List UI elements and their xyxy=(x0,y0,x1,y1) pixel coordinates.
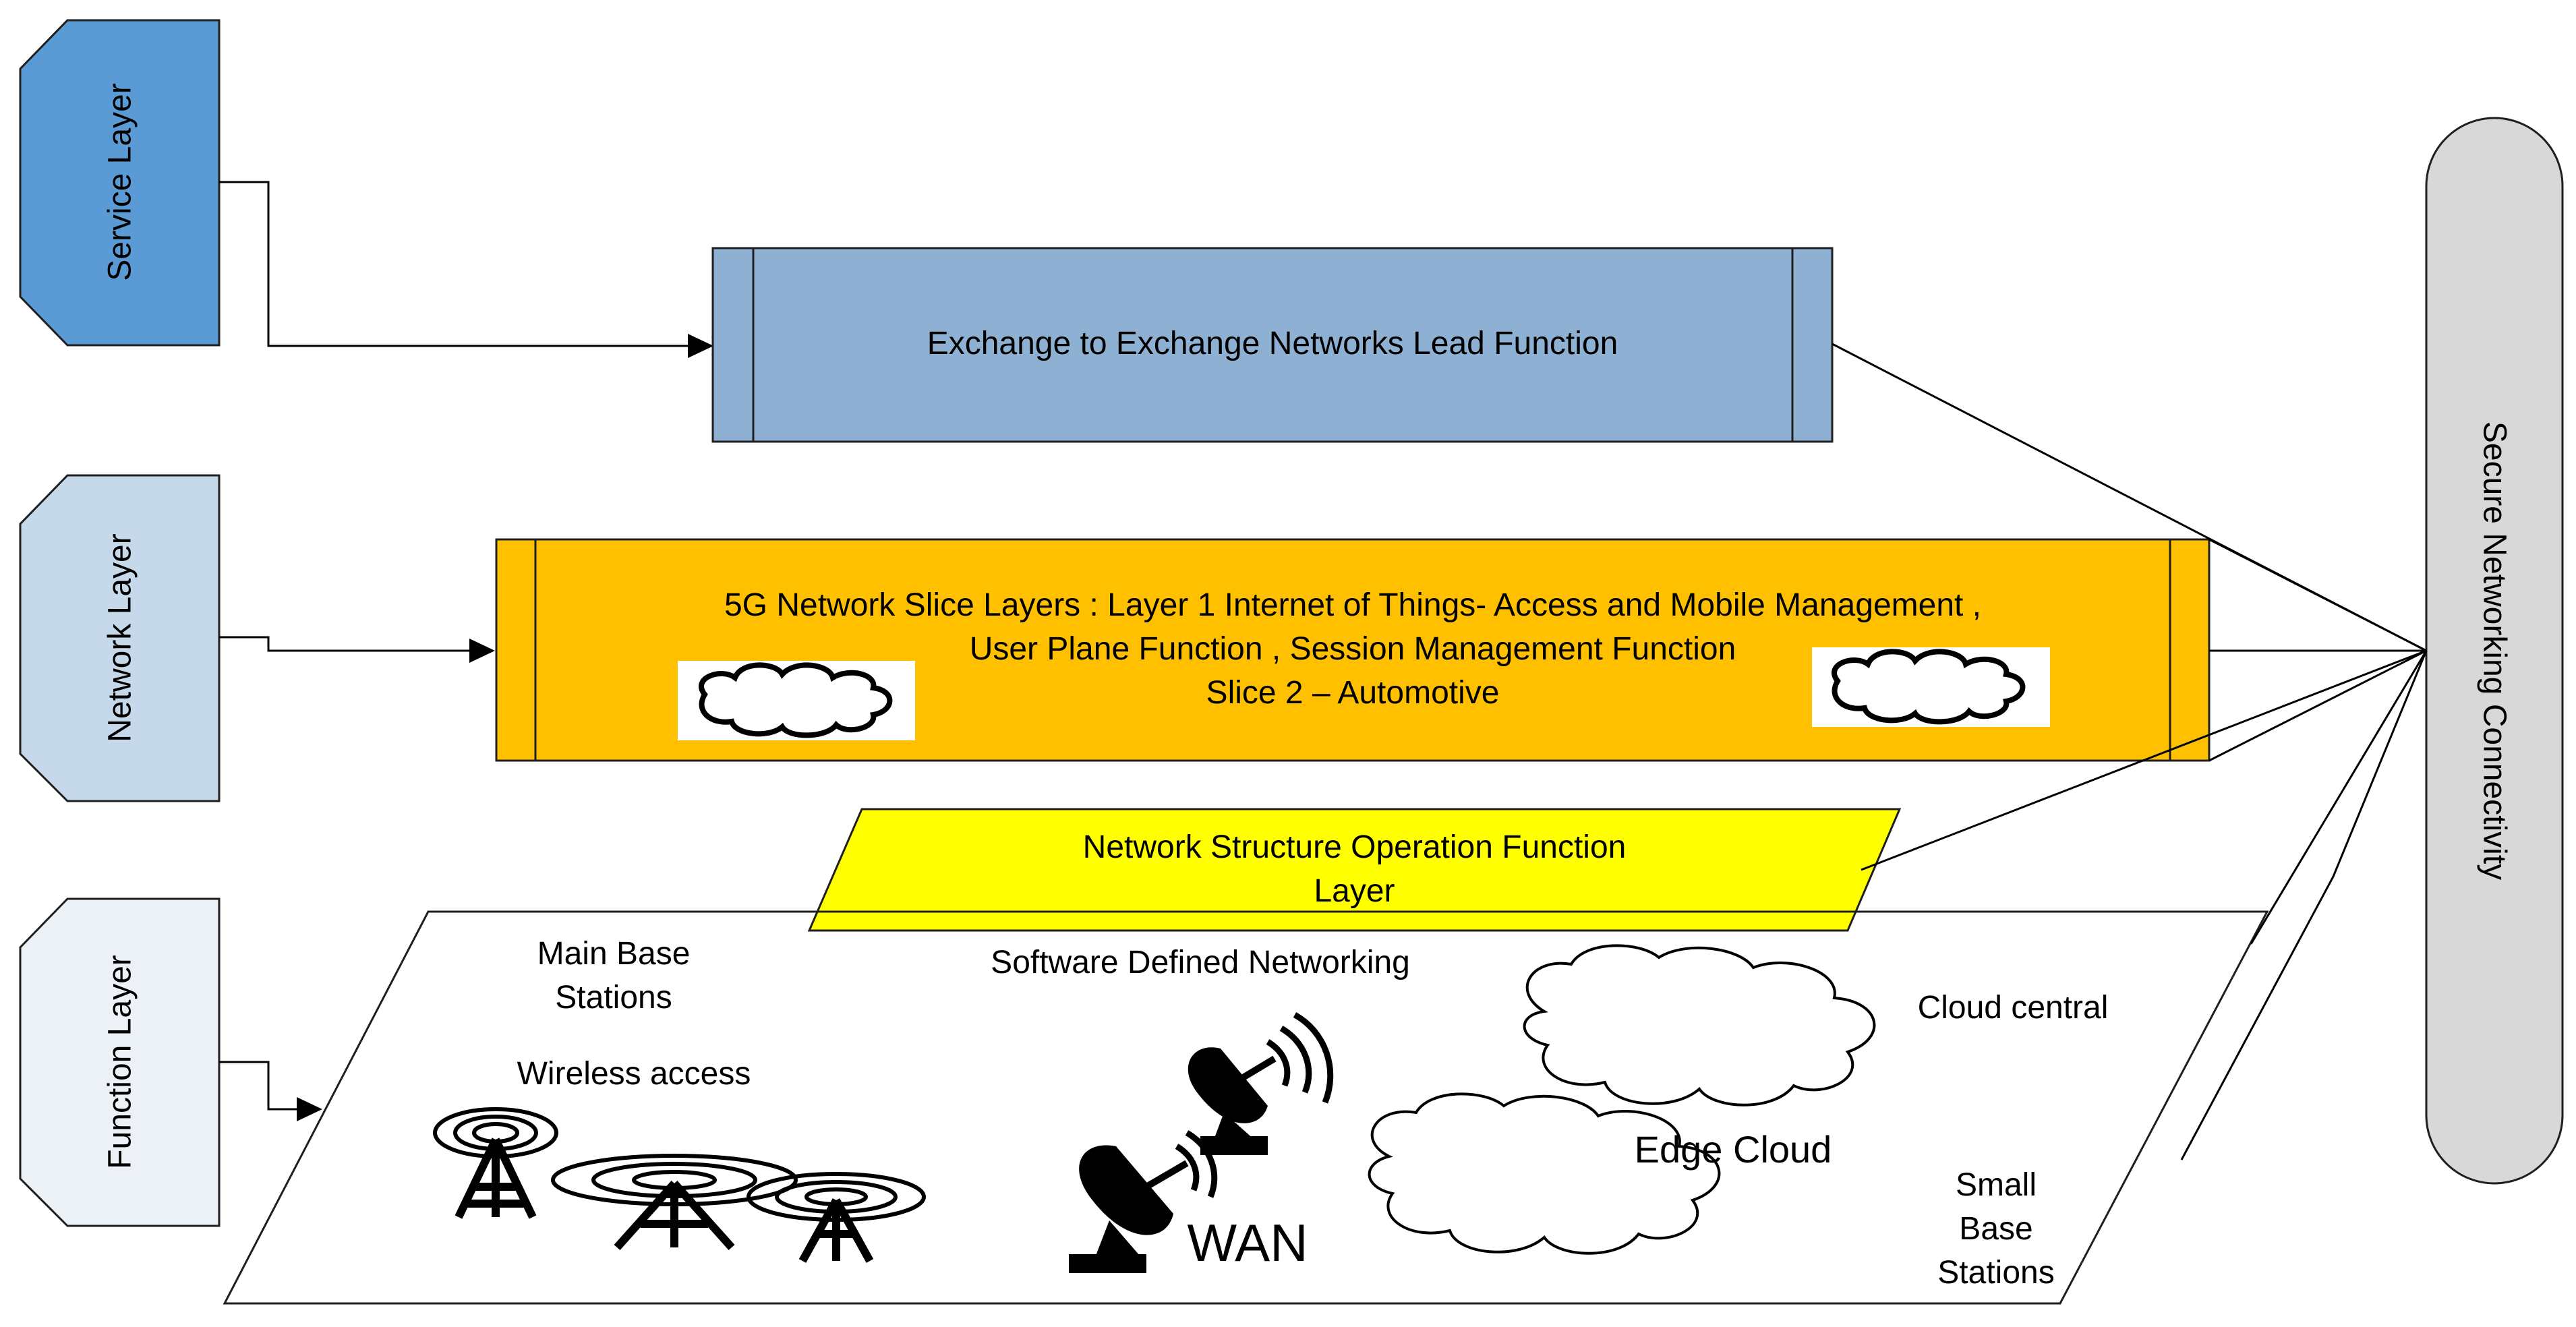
exchange-box-label: Exchange to Exchange Networks Lead Funct… xyxy=(927,326,1618,361)
network-connector xyxy=(219,636,486,652)
nsof-line2: Layer xyxy=(1314,873,1395,909)
main-stations-label: Stations xyxy=(555,980,672,1015)
satellite-dish-icon xyxy=(1069,1130,1218,1273)
slice-text-line1: 5G Network Slice Layers : Layer 1 Intern… xyxy=(724,587,1982,623)
network-arrowhead xyxy=(469,639,495,663)
cloud-icon xyxy=(1368,1092,1721,1255)
exchange-box xyxy=(711,247,1834,443)
cloud-icon xyxy=(678,661,915,740)
cloud-central-label: Cloud central xyxy=(1917,990,2109,1026)
function-connector xyxy=(219,1061,297,1111)
slice-text-line3: Slice 2 – Automotive xyxy=(1206,675,1500,711)
service-layer-label: Service Layer xyxy=(102,83,138,281)
nsof-box xyxy=(807,808,1902,932)
slice-text-line2: User Plane Function , Session Management… xyxy=(969,631,1736,667)
small-stations-label: Stations xyxy=(1937,1255,2055,1291)
service-layer-tab xyxy=(19,19,221,347)
connectivity-lines xyxy=(1832,343,2428,1160)
main-base-label: Main Base xyxy=(537,936,691,972)
edge-cloud-label: Edge Cloud xyxy=(1634,1128,1832,1171)
tower-icon xyxy=(433,1107,558,1219)
service-arrowhead-fill xyxy=(688,334,713,358)
sdn-label: Software Defined Networking xyxy=(991,945,1410,980)
satellite-dish-icon xyxy=(1188,1012,1334,1155)
small-base-label: Base xyxy=(1959,1211,2033,1247)
service-connector xyxy=(219,181,711,347)
network-layer-label: Network Layer xyxy=(102,533,138,742)
wireless-access-label: Wireless access xyxy=(517,1056,751,1092)
tower-icon xyxy=(747,1172,926,1263)
tower-icon xyxy=(551,1154,798,1251)
small-label: Small xyxy=(1955,1167,2037,1203)
cloud-icon xyxy=(1812,647,2050,727)
function-layer-label: Function Layer xyxy=(102,955,138,1169)
connectivity-label: Secure Networking Connectivity xyxy=(2476,421,2513,881)
function-arrowhead xyxy=(297,1097,322,1121)
network-layer-tab xyxy=(19,474,221,802)
wan-label: WAN xyxy=(1187,1213,1308,1272)
cloud-icon xyxy=(1523,944,1876,1107)
nsof-line1: Network Structure Operation Function xyxy=(1082,829,1627,865)
function-layer-tab xyxy=(19,897,221,1227)
function-plane xyxy=(223,910,2269,1305)
